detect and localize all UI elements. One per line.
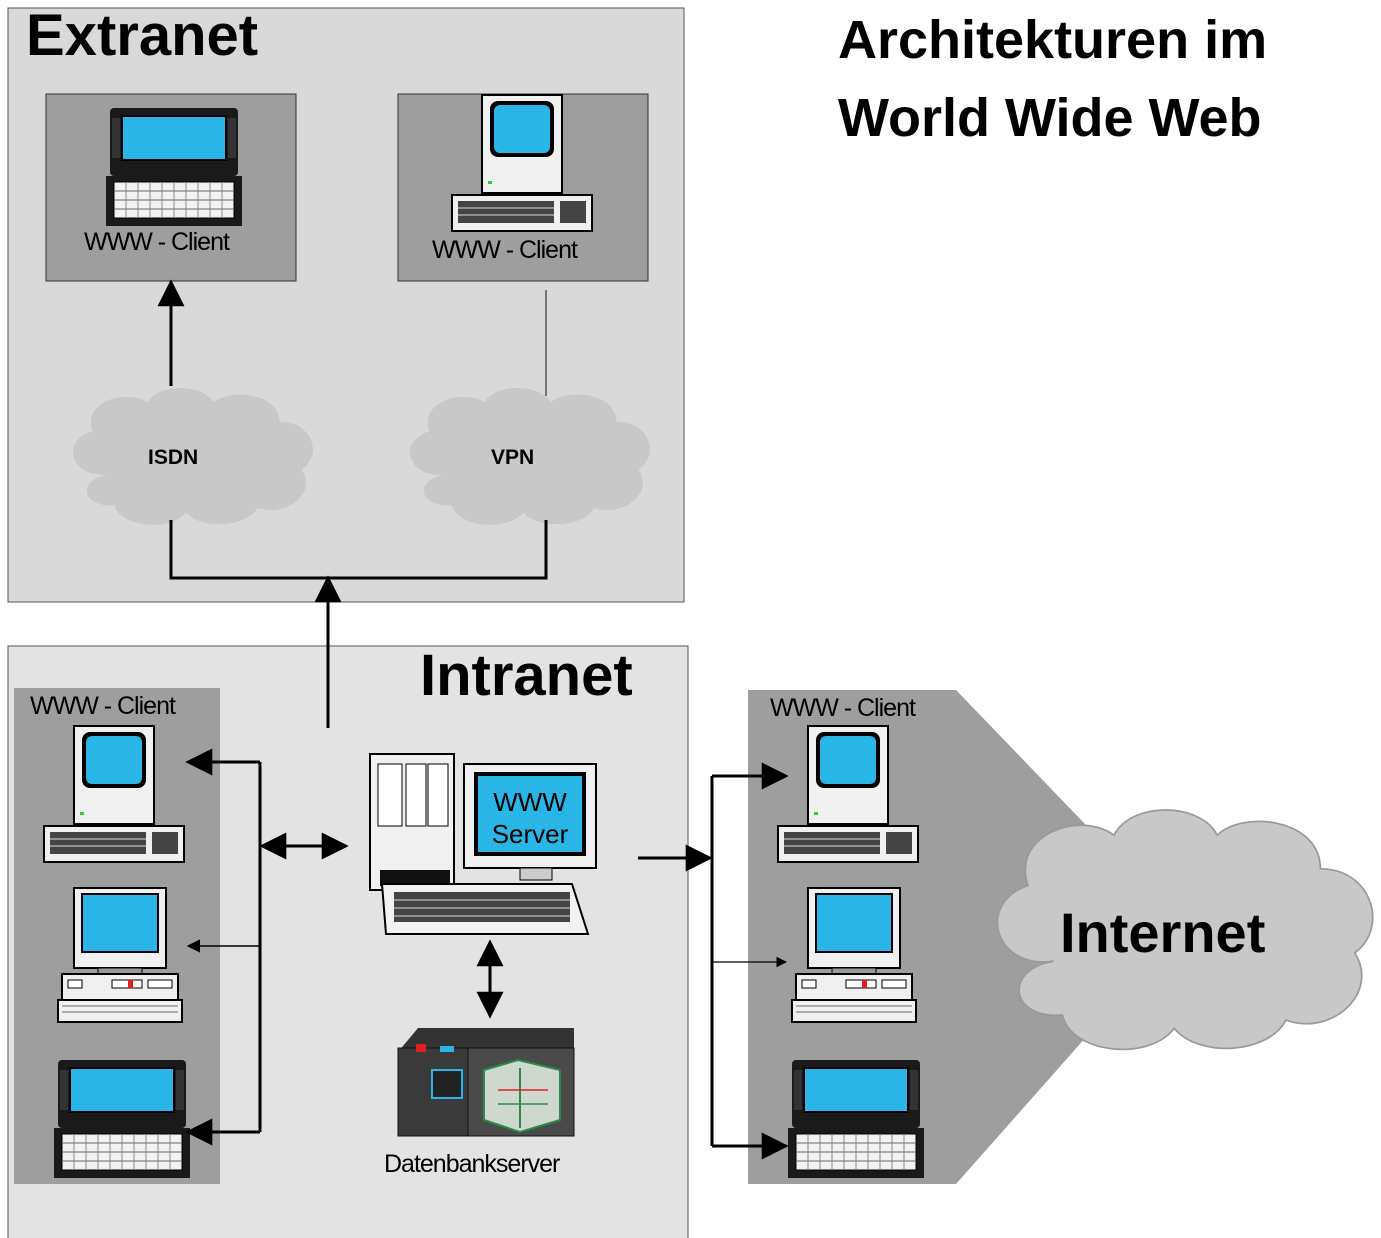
intranet-label: Intranet [420,643,633,708]
isdn-cloud-label: ISDN [148,446,199,469]
server-screen-label-line2: Server [491,819,569,849]
extranet-client-right-label: WWW - Client [432,236,578,264]
cloud-join-line [169,520,548,580]
laptop-icon [105,107,243,227]
internet-cloud-label: Internet [1060,901,1266,964]
extranet-client-left-label: WWW - Client [84,228,230,256]
server-screen-label-line1: WWW [493,787,567,817]
www-server-icon [369,753,597,935]
intranet-clients-label: WWW - Client [30,692,176,720]
database-server-icon [397,1028,575,1137]
internet-pc-icon [791,887,917,1023]
page-title-line2: World Wide Web [838,88,1262,148]
intranet-laptop-icon [53,1059,191,1179]
extranet-label: Extranet [26,3,259,68]
internet-laptop-icon [787,1059,925,1179]
vpn-cloud-label: VPN [491,446,535,469]
database-server-label: Datenbankserver [384,1150,560,1178]
intranet-pc-icon [57,887,183,1023]
internet-clients-label: WWW - Client [770,694,916,722]
page-title-line1: Architekturen im [838,10,1268,70]
